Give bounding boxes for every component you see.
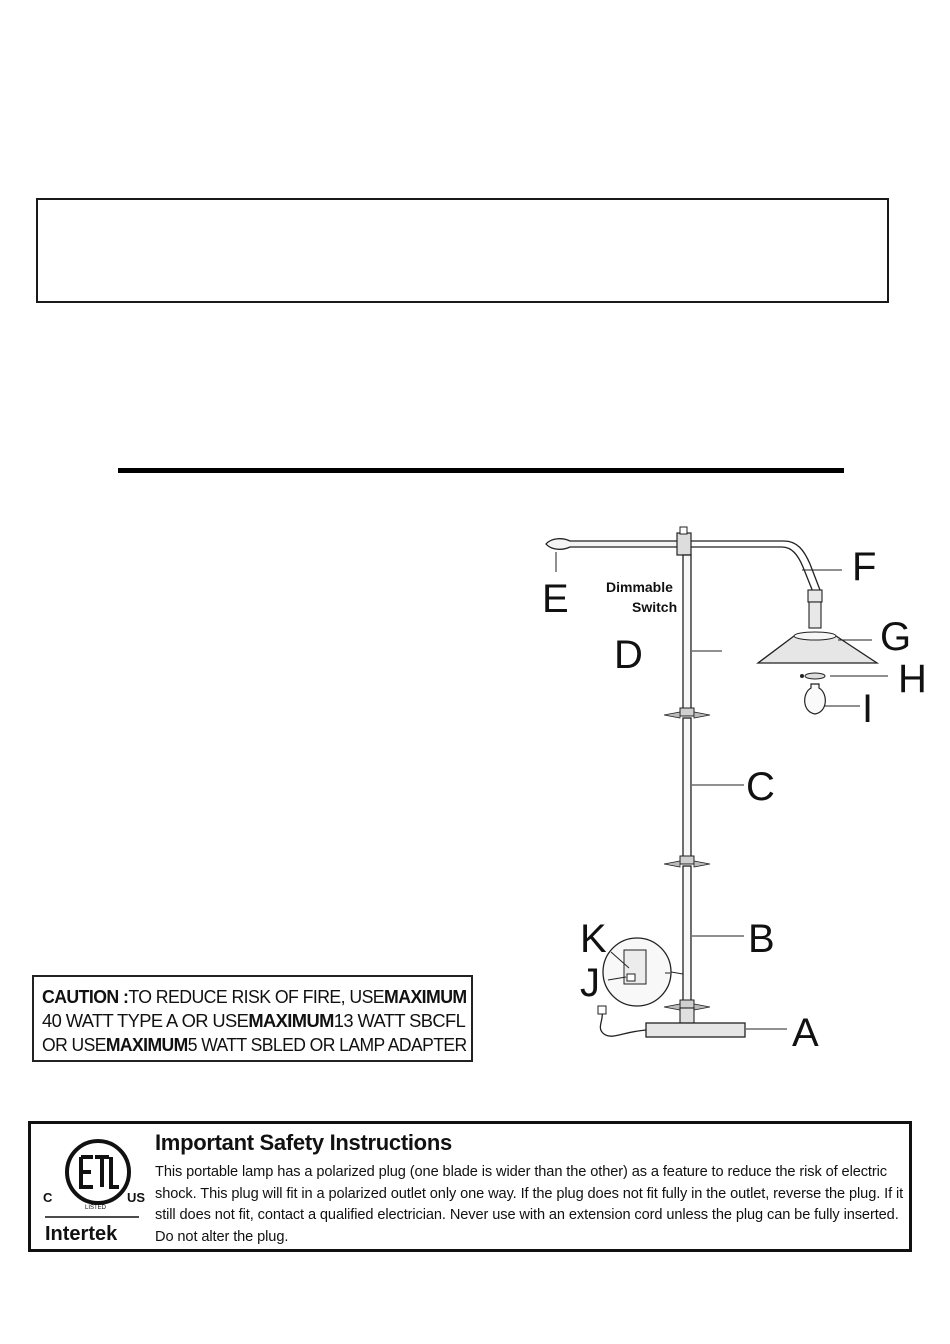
safety-body-text: This portable lamp has a polarized plug … [155,1164,904,1245]
caution-emphasis: MAXIMUM [384,986,467,1007]
ring-part-H [800,672,888,680]
lamp-parts-diagram: F E G H D I C B K J A Dimmable Switch [512,500,950,1080]
base-part-A [645,1007,787,1038]
intertek-brand: Intertek [45,1223,118,1245]
etl-certification-logo: C US LISTED Intertek [41,1132,156,1247]
label-G: G [880,615,911,659]
label-H: H [898,657,927,701]
caution-text: TO REDUCE RISK OF FIRE, USE [128,986,385,1007]
cert-listed-text: LISTED [85,1205,107,1211]
cert-right-text: US [127,1190,145,1205]
caution-line-2: 40 WATT TYPE A OR USE MAXIMUM 13 WATT SB… [42,1009,467,1033]
caution-text: 13 WATT SBCFL [333,1010,466,1031]
arm-part-E [545,538,683,572]
detail-circle [602,937,684,1007]
caution-text: OR USE [181,1010,249,1031]
switch-label-line1: Dimmable [606,579,673,595]
connector [663,855,711,868]
label-C: C [746,765,775,809]
warning-box [36,198,889,303]
socket [807,589,823,629]
top-joint [676,526,692,556]
caution-text: OR USE [42,1034,106,1055]
etl-listed-mark-icon: C US LISTED Intertek [43,1139,145,1245]
safety-title: Important Safety Instructions [155,1130,452,1155]
label-I: I [862,687,873,731]
pole-part-B [682,865,744,1002]
connector [663,707,711,719]
arm-part-F [690,540,842,593]
plug [597,1005,607,1015]
label-E: E [542,577,569,621]
switch-label-line2: Switch [632,599,677,615]
caution-line-1: CAUTION : TO REDUCE RISK OF FIRE, USE MA… [42,985,467,1009]
caution-heading: CAUTION : [42,986,129,1007]
caution-line-3: OR USE MAXIMUM 5 WATT SBLED OR LAMP ADAP… [42,1033,467,1057]
label-B: B [748,917,775,961]
caution-box: CAUTION : TO REDUCE RISK OF FIRE, USE MA… [32,975,473,1062]
label-K: K [580,917,607,961]
caution-text: 5 WATT SBLED OR LAMP ADAPTER [187,1034,467,1055]
caution-emphasis: MAXIMUM [248,1010,334,1031]
bulb-part-I [804,683,860,715]
shade-part-G [756,631,880,664]
label-D: D [614,633,643,677]
label-F: F [852,545,876,589]
caution-emphasis: MAXIMUM [105,1034,188,1055]
cert-left-text: C [43,1190,53,1205]
label-J: J [580,961,600,1005]
safety-instructions-box: C US LISTED Intertek Important Safety In… [28,1121,912,1252]
section-divider [118,468,844,473]
power-cord [599,1011,647,1037]
pole-part-D [682,554,722,711]
pole-part-C [682,717,744,859]
label-A: A [792,1011,819,1055]
caution-text: 40 WATT TYPE A [42,1010,178,1031]
